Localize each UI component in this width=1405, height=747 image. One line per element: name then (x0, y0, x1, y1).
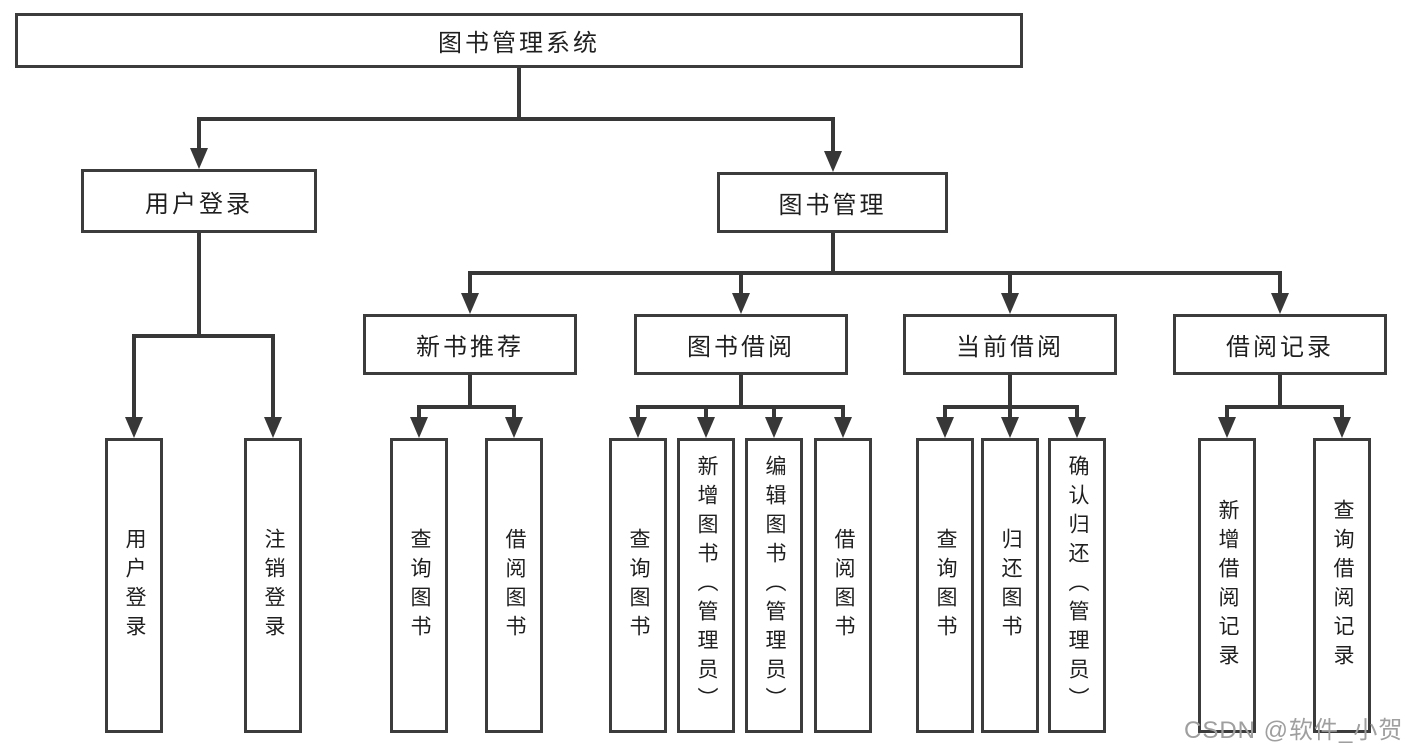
leaf-borrow-edit-book-admin: 编辑图书（管理员） (745, 438, 803, 733)
node-book-borrow: 图书借阅 (634, 314, 848, 375)
node-current-borrow: 当前借阅 (903, 314, 1117, 375)
connector-borrow-subtree (629, 375, 852, 438)
node-new-book-recommend: 新书推荐 (363, 314, 577, 375)
leaf-records-query-record: 查询借阅记录 (1313, 438, 1371, 733)
leaf-current-query-book: 查询图书 (916, 438, 974, 733)
connector-current-subtree (936, 375, 1086, 438)
leaf-recommend-borrow-book: 借阅图书 (485, 438, 543, 733)
leaf-borrow-add-book-admin: 新增图书（管理员） (677, 438, 735, 733)
connector-records-subtree (1218, 375, 1351, 438)
connector-user-subtree (125, 233, 282, 438)
connector-root-to-level2 (190, 68, 842, 172)
leaf-borrow-borrow-book: 借阅图书 (814, 438, 872, 733)
connector-recommend-subtree (410, 375, 523, 438)
leaf-logout: 注销登录 (244, 438, 302, 733)
node-root: 图书管理系统 (15, 13, 1023, 68)
node-book-management: 图书管理 (717, 172, 948, 233)
node-borrow-records: 借阅记录 (1173, 314, 1387, 375)
node-user-login: 用户登录 (81, 169, 317, 233)
leaf-records-add-record: 新增借阅记录 (1198, 438, 1256, 733)
connector-management-to-level3 (461, 233, 1289, 314)
leaf-user-login: 用户登录 (105, 438, 163, 733)
leaf-borrow-query-book: 查询图书 (609, 438, 667, 733)
leaf-current-confirm-return-admin: 确认归还（管理员） (1048, 438, 1106, 733)
csdn-watermark: CSDN @软件_小贺同学 (1184, 717, 1405, 744)
leaf-current-return-book: 归还图书 (981, 438, 1039, 733)
leaf-recommend-query-book: 查询图书 (390, 438, 448, 733)
